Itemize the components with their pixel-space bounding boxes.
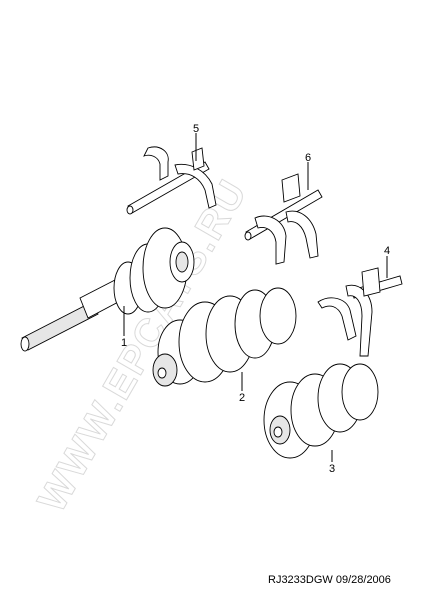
part-1-input-shaft bbox=[20, 227, 195, 352]
callout-1: 1 bbox=[121, 337, 127, 349]
callout-2: 2 bbox=[239, 392, 245, 404]
callout-5: 5 bbox=[193, 123, 199, 135]
callout-6: 6 bbox=[305, 152, 311, 164]
part-6-shift-fork-rod bbox=[244, 173, 323, 265]
callout-4: 4 bbox=[384, 245, 390, 257]
drawing-code: RJ3233DGW bbox=[268, 574, 333, 586]
drawing-date: 09/28/2006 bbox=[335, 574, 391, 586]
callout-3: 3 bbox=[329, 463, 335, 475]
drawing-footer: RJ3233DGW 09/28/2006 bbox=[268, 574, 391, 586]
part-2-gear-cluster bbox=[152, 287, 297, 387]
part-5-shift-fork-rod bbox=[126, 146, 217, 215]
part-3-gear-cluster bbox=[263, 363, 379, 459]
part-4-shift-fork bbox=[317, 267, 403, 357]
